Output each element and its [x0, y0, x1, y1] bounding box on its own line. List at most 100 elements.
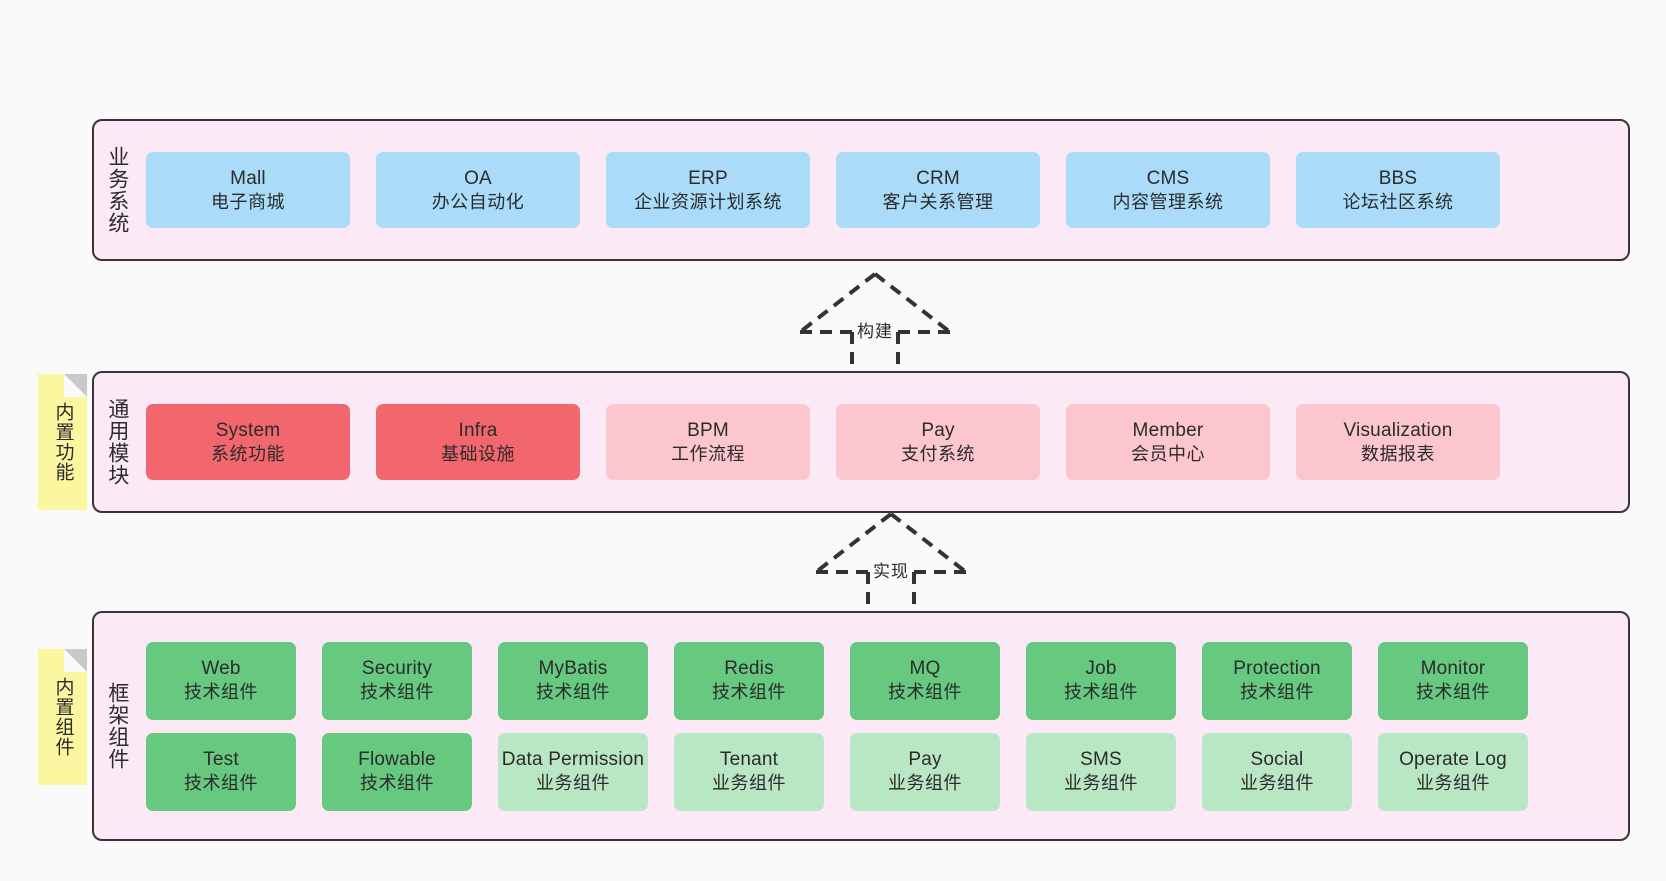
sticky-note-builtin-features: 内置功能	[38, 374, 87, 510]
node-redis[interactable]: Redis 技术组件	[674, 641, 824, 720]
node-flowable-en: Flowable	[358, 749, 436, 771]
node-web-en: Web	[201, 658, 241, 680]
node-test-en: Test	[203, 749, 239, 771]
node-social-cn: 业务组件	[1240, 773, 1314, 794]
node-oa-cn: 办公自动化	[431, 191, 525, 212]
node-member-en: Member	[1132, 419, 1204, 441]
connector-build-label: 构建	[857, 322, 893, 341]
node-pay-component-en: Pay	[908, 749, 942, 771]
node-mq-en: MQ	[909, 658, 941, 680]
node-bpm[interactable]: BPM 工作流程	[606, 404, 810, 480]
node-mall-cn: 电子商城	[211, 191, 285, 212]
node-erp-cn: 企业资源计划系统	[634, 191, 782, 212]
sticky-note-builtin-components-label: 内置组件	[52, 677, 74, 757]
node-oa[interactable]: OA 办公自动化	[376, 152, 580, 228]
node-data-permission-en: Data Permission	[501, 749, 645, 771]
node-mall-en: Mall	[230, 167, 266, 189]
node-cms-en: CMS	[1146, 167, 1190, 189]
business-node-row: Mall 电子商城 OA 办公自动化 ERP 企业资源计划系统 CRM 客户关系…	[146, 152, 1616, 228]
layer-business-systems: 业务系统 Mall 电子商城 OA 办公自动化 ERP 企业资源计划系统 CRM…	[92, 119, 1630, 261]
node-flowable[interactable]: Flowable 技术组件	[322, 732, 472, 811]
node-pay-module-en: Pay	[921, 419, 955, 441]
node-system-en: System	[215, 419, 281, 441]
node-monitor-en: Monitor	[1420, 658, 1486, 680]
node-pay-module[interactable]: Pay 支付系统	[836, 404, 1040, 480]
node-mq-cn: 技术组件	[888, 682, 962, 703]
node-crm-cn: 客户关系管理	[882, 191, 994, 212]
node-oa-en: OA	[464, 167, 492, 189]
node-data-permission-cn: 业务组件	[536, 773, 610, 794]
node-erp[interactable]: ERP 企业资源计划系统	[606, 152, 810, 228]
node-job[interactable]: Job 技术组件	[1026, 641, 1176, 720]
node-protection-cn: 技术组件	[1240, 682, 1314, 703]
node-crm-en: CRM	[916, 167, 960, 189]
node-social[interactable]: Social 业务组件	[1202, 732, 1352, 811]
node-system[interactable]: System 系统功能	[146, 404, 350, 480]
node-social-en: Social	[1250, 749, 1304, 771]
node-visualization-en: Visualization	[1343, 419, 1453, 441]
node-mall[interactable]: Mall 电子商城	[146, 152, 350, 228]
node-sms-en: SMS	[1080, 749, 1122, 771]
node-bbs-en: BBS	[1378, 167, 1418, 189]
layer-common-modules-title: 通用模块	[105, 398, 129, 486]
node-sms-cn: 业务组件	[1064, 773, 1138, 794]
sticky-note-builtin-features-label: 内置功能	[52, 402, 74, 482]
node-monitor[interactable]: Monitor 技术组件	[1378, 641, 1528, 720]
node-cms[interactable]: CMS 内容管理系统	[1066, 152, 1270, 228]
node-security-cn: 技术组件	[360, 682, 434, 703]
module-node-row: System 系统功能 Infra 基础设施 BPM 工作流程 Pay 支付系统…	[146, 404, 1616, 480]
node-web-cn: 技术组件	[184, 682, 258, 703]
node-redis-cn: 技术组件	[712, 682, 786, 703]
node-operate-log[interactable]: Operate Log 业务组件	[1378, 732, 1528, 811]
node-bpm-cn: 工作流程	[671, 443, 745, 464]
node-security[interactable]: Security 技术组件	[322, 641, 472, 720]
node-flowable-cn: 技术组件	[360, 773, 434, 794]
node-test-cn: 技术组件	[184, 773, 258, 794]
node-protection[interactable]: Protection 技术组件	[1202, 641, 1352, 720]
layer-common-modules: 通用模块 System 系统功能 Infra 基础设施 BPM 工作流程 Pay…	[92, 371, 1630, 513]
node-bpm-en: BPM	[687, 419, 729, 441]
layer-business-systems-title: 业务系统	[105, 146, 129, 234]
node-tenant-cn: 业务组件	[712, 773, 786, 794]
node-job-cn: 技术组件	[1064, 682, 1138, 703]
node-infra-en: Infra	[458, 419, 498, 441]
node-visualization[interactable]: Visualization 数据报表	[1296, 404, 1500, 480]
node-infra[interactable]: Infra 基础设施	[376, 404, 580, 480]
node-member-cn: 会员中心	[1131, 443, 1205, 464]
node-web[interactable]: Web 技术组件	[146, 641, 296, 720]
node-visualization-cn: 数据报表	[1361, 443, 1435, 464]
node-sms[interactable]: SMS 业务组件	[1026, 732, 1176, 811]
connector-build-arrow: 构建	[790, 268, 960, 368]
node-pay-component[interactable]: Pay 业务组件	[850, 732, 1000, 811]
layer-business-systems-body: Mall 电子商城 OA 办公自动化 ERP 企业资源计划系统 CRM 客户关系…	[140, 121, 1628, 259]
connector-implement-label: 实现	[873, 562, 909, 581]
node-mybatis[interactable]: MyBatis 技术组件	[498, 641, 648, 720]
node-tenant[interactable]: Tenant 业务组件	[674, 732, 824, 811]
node-data-permission[interactable]: Data Permission 业务组件	[498, 732, 648, 811]
node-job-en: Job	[1085, 658, 1117, 680]
framework-tech-row: Web 技术组件 Security 技术组件 MyBatis 技术组件 Redi…	[146, 641, 1616, 720]
node-infra-cn: 基础设施	[441, 443, 515, 464]
node-test[interactable]: Test 技术组件	[146, 732, 296, 811]
node-bbs[interactable]: BBS 论坛社区系统	[1296, 152, 1500, 228]
node-cms-cn: 内容管理系统	[1112, 191, 1224, 212]
node-security-en: Security	[361, 658, 433, 680]
node-pay-module-cn: 支付系统	[901, 443, 975, 464]
node-mybatis-cn: 技术组件	[536, 682, 610, 703]
node-mq[interactable]: MQ 技术组件	[850, 641, 1000, 720]
node-bbs-cn: 论坛社区系统	[1342, 191, 1454, 212]
node-member[interactable]: Member 会员中心	[1066, 404, 1270, 480]
node-pay-component-cn: 业务组件	[888, 773, 962, 794]
layer-framework-components: 框架组件 Web 技术组件 Security 技术组件 MyBatis 技术组件…	[92, 611, 1630, 841]
layer-framework-components-title: 框架组件	[105, 682, 129, 770]
sticky-note-builtin-components: 内置组件	[38, 649, 87, 785]
node-protection-en: Protection	[1233, 658, 1321, 680]
node-monitor-cn: 技术组件	[1416, 682, 1490, 703]
node-operate-log-en: Operate Log	[1399, 749, 1507, 771]
node-system-cn: 系统功能	[211, 443, 285, 464]
node-crm[interactable]: CRM 客户关系管理	[836, 152, 1040, 228]
node-tenant-en: Tenant	[719, 749, 779, 771]
connector-implement-arrow: 实现	[806, 508, 976, 608]
node-redis-en: Redis	[724, 658, 774, 680]
node-erp-en: ERP	[688, 167, 728, 189]
